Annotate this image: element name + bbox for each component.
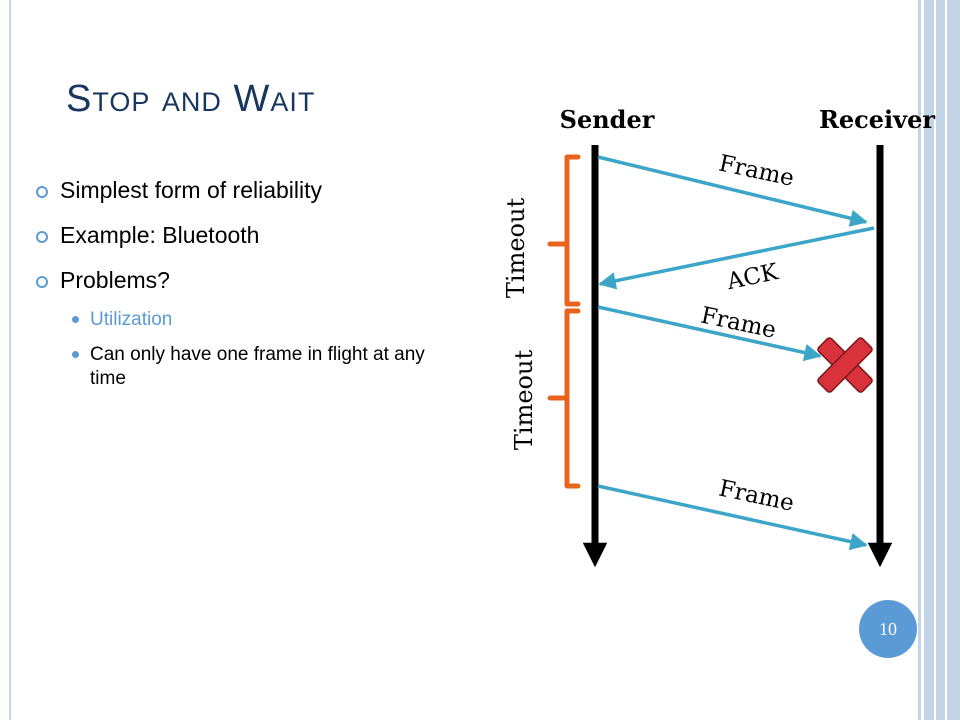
ring-bullet-icon: [36, 231, 48, 243]
message-arrow-lost-frame: [597, 305, 822, 362]
sender-label: Sender: [560, 105, 655, 134]
timeout-bracket: [547, 308, 581, 489]
bullet-list: Simplest form of reliability Example: Bl…: [36, 176, 460, 408]
slide-title: Stop and Wait: [66, 78, 316, 120]
bullet-text: Simplest form of reliability: [60, 177, 323, 203]
sub-bullet-list: Utilization Can only have one frame in f…: [70, 308, 460, 391]
dot-bullet-icon: [72, 351, 79, 358]
page-number-badge: 10: [859, 600, 917, 658]
sub-bullet-text: Can only have one frame in flight at any…: [90, 344, 425, 389]
bullet-text: Problems?: [60, 267, 170, 293]
bullet-text: Example: Bluetooth: [60, 222, 260, 248]
left-border-line: [9, 0, 11, 720]
message-label: Frame: [717, 151, 797, 192]
bullet-item: Simplest form of reliability: [36, 176, 460, 204]
message-label: Frame: [717, 476, 797, 517]
timeout-label: Timeout: [502, 198, 530, 299]
message-arrow-frame: [597, 484, 868, 551]
timeout-label: Timeout: [510, 350, 538, 451]
message-arrow-ack: [598, 226, 875, 290]
message-arrow-frame: [597, 155, 868, 227]
band-stripe: [921, 0, 924, 720]
receiver-label: Receiver: [819, 105, 935, 134]
band-stripe: [934, 0, 936, 720]
bullet-item: Problems? Utilization Can only have one …: [36, 266, 460, 391]
sub-bullet-item: Utilization: [70, 308, 460, 332]
band-stripe: [945, 0, 947, 720]
sub-bullet-text: Utilization: [90, 309, 173, 330]
sub-bullet-item: Can only have one frame in flight at any…: [70, 343, 460, 391]
timeout-bracket: [547, 154, 581, 307]
ring-bullet-icon: [36, 276, 48, 288]
dot-bullet-icon: [72, 316, 79, 323]
ring-bullet-icon: [36, 186, 48, 198]
lost-frame-x-icon: [817, 337, 873, 393]
bullet-item: Example: Bluetooth: [36, 221, 460, 249]
message-label: ACK: [724, 259, 781, 295]
right-decorative-band: [918, 0, 960, 720]
